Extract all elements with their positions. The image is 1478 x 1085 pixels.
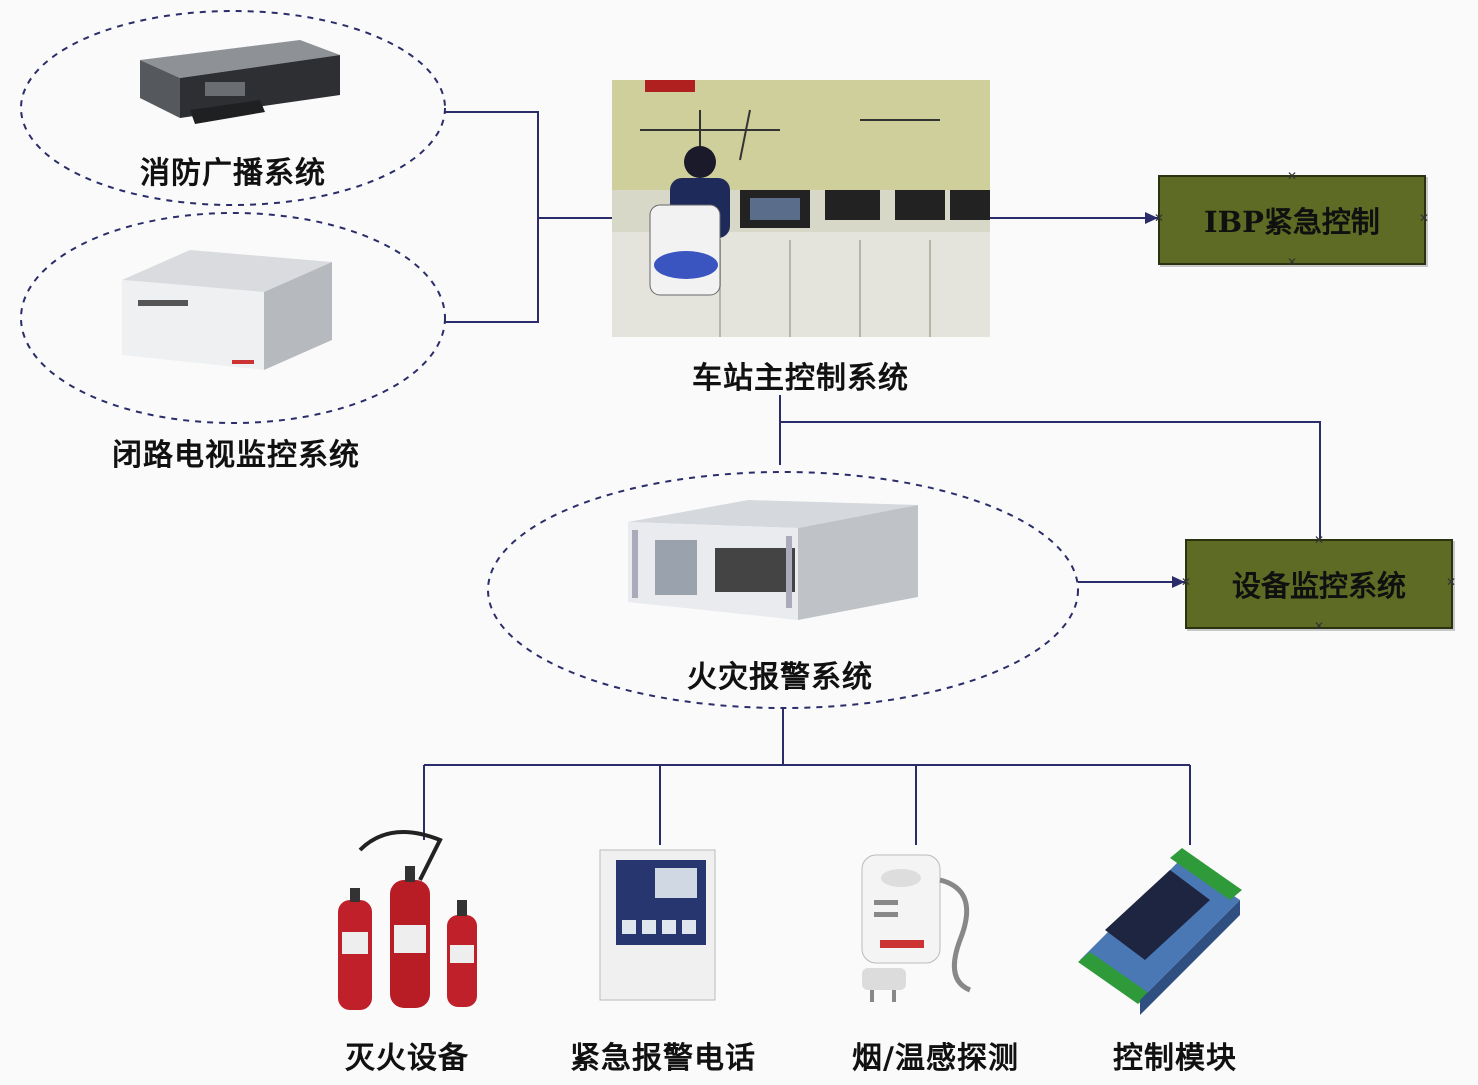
handle-icon: ✕ bbox=[1313, 619, 1325, 633]
station-control-label: 车站主控制系统 bbox=[692, 361, 909, 396]
fire-alarm-device-image bbox=[628, 500, 918, 620]
station-control-room-image bbox=[612, 80, 990, 337]
ibp-emergency-control-box: IBP紧急控制 bbox=[1158, 175, 1426, 265]
emergency-phone-label: 紧急报警电话 bbox=[570, 1041, 756, 1076]
handle-icon: ✕ bbox=[1418, 211, 1430, 225]
handle-icon: ✕ bbox=[1313, 533, 1325, 547]
handle-icon: ✕ bbox=[1153, 211, 1165, 225]
ibp-label: IBP紧急控制 bbox=[1204, 205, 1380, 239]
cctv-device-image bbox=[122, 250, 332, 370]
cctv-group-outline bbox=[20, 212, 446, 424]
equipment-monitor-label: 设备监控系统 bbox=[1231, 569, 1406, 603]
connector-lines bbox=[423, 111, 1321, 845]
arrowheads bbox=[1145, 212, 1185, 588]
control-module-label: 控制模块 bbox=[1113, 1041, 1237, 1076]
control-module-image bbox=[1078, 848, 1242, 1015]
equipment-monitor-box: 设备监控系统 bbox=[1185, 539, 1453, 629]
fire-alarm-label: 火灾报警系统 bbox=[687, 660, 873, 695]
handle-icon: ✕ bbox=[1180, 575, 1192, 589]
fire-broadcast-device-image bbox=[140, 40, 340, 124]
smoke-temp-label: 烟/温感探测 bbox=[852, 1041, 1019, 1076]
fire-broadcast-label: 消防广播系统 bbox=[140, 156, 326, 191]
handle-icon: ✕ bbox=[1286, 169, 1298, 183]
cctv-label: 闭路电视监控系统 bbox=[112, 438, 360, 473]
handle-icon: ✕ bbox=[1286, 255, 1298, 269]
emergency-phone-image bbox=[599, 849, 716, 1001]
fire-broadcast-group-outline bbox=[20, 10, 446, 206]
smoke-detector-image bbox=[861, 854, 972, 1002]
handle-icon: ✕ bbox=[1445, 575, 1457, 589]
extinguisher-label: 灭火设备 bbox=[345, 1041, 469, 1076]
extinguisher-image bbox=[338, 830, 477, 1010]
